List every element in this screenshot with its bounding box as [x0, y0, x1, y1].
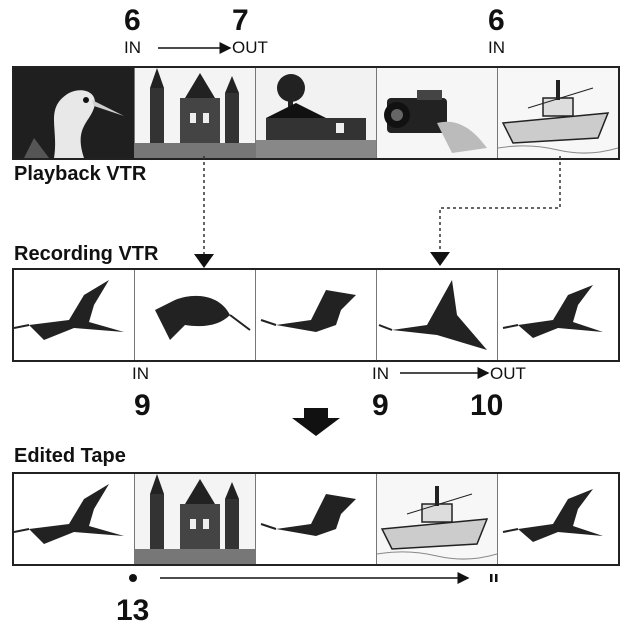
- pause-icon: [490, 574, 498, 582]
- castle-insert-arrowhead: [194, 254, 214, 268]
- timeline-start-dot: [129, 574, 137, 582]
- ship-insert-arrowhead: [430, 252, 450, 266]
- result-down-arrow: [292, 408, 340, 436]
- ship-insert-dotted-line: [440, 156, 560, 252]
